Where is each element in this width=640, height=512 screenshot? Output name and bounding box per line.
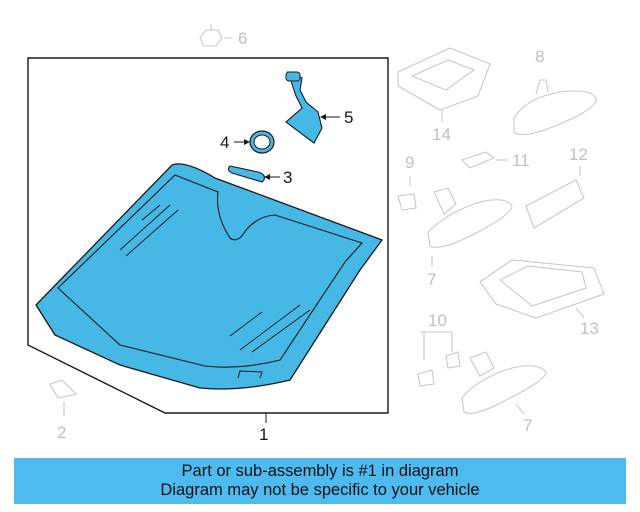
- assembly-frame: [27, 57, 389, 414]
- banner-line-2: Diagram may not be specific to your vehi…: [160, 481, 480, 499]
- mirror-bracket-part[interactable]: [285, 71, 323, 144]
- sensor-cover-part[interactable]: [227, 165, 265, 183]
- callout-4[interactable]: 4: [220, 133, 229, 152]
- callout-2: 2: [57, 423, 66, 442]
- windshield-glass[interactable]: [35, 163, 384, 390]
- part-12-panel: [525, 166, 585, 229]
- callout-12: 12: [569, 145, 588, 164]
- parts-diagram: 1 2 3 4 5 6 7 7 8 9 10 11 12 13 14: [27, 24, 605, 444]
- part-10-clips: [417, 331, 461, 387]
- callout-3[interactable]: 3: [283, 168, 292, 187]
- part-2-trim: [49, 379, 78, 416]
- callout-5[interactable]: 5: [344, 108, 353, 127]
- part-14-console: [397, 47, 491, 122]
- arrow-4: [244, 139, 250, 145]
- arrow-5: [320, 114, 326, 120]
- callout-8: 8: [535, 47, 544, 66]
- callout-1[interactable]: 1: [259, 425, 268, 444]
- callout-10: 10: [428, 311, 447, 330]
- grommet-ring-part[interactable]: [249, 130, 275, 154]
- part-13-tray: [479, 259, 605, 319]
- info-banner: Part or sub-assembly is #1 in diagram Di…: [14, 458, 626, 504]
- part-11-switch: [460, 151, 508, 169]
- part-9-clip: [397, 176, 417, 211]
- part-7b-mirror: [461, 351, 547, 415]
- callout-14: 14: [432, 125, 451, 144]
- callout-13: 13: [580, 319, 599, 338]
- callout-6: 6: [238, 29, 247, 48]
- part-8-mirror: [513, 79, 597, 136]
- part-7a-mirror: [427, 187, 513, 266]
- callout-7a: 7: [427, 270, 436, 289]
- callout-7b: 7: [523, 416, 532, 435]
- arrow-3: [264, 174, 270, 180]
- part-6-clip: [199, 24, 232, 47]
- banner-line-1: Part or sub-assembly is #1 in diagram: [181, 462, 459, 480]
- callout-11: 11: [512, 151, 530, 170]
- callout-9: 9: [405, 153, 414, 172]
